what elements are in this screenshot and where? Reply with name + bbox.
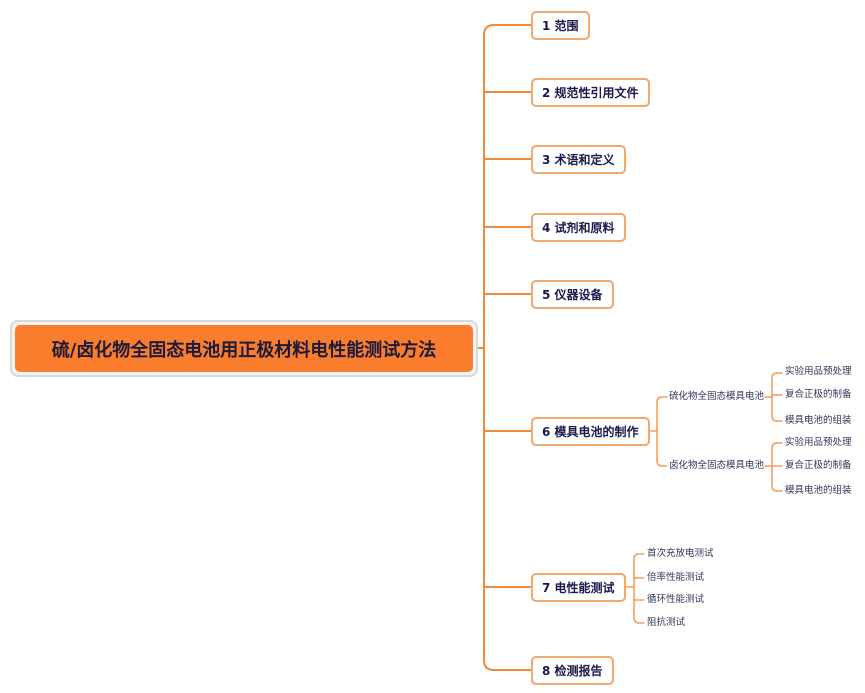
leaf-halide-pretreatment[interactable]: 实验用品预处理 — [785, 437, 852, 448]
subtopic-sulfide-battery[interactable]: 硫化物全固态模具电池 — [669, 391, 765, 402]
topic-terms-definitions[interactable]: 3 术语和定义 — [531, 145, 626, 174]
leaf-sulfide-cathode-prep[interactable]: 复合正极的制备 — [785, 389, 852, 400]
subtopic-halide-battery[interactable]: 卤化物全固态模具电池 — [669, 460, 765, 471]
topic-scope[interactable]: 1 范围 — [531, 11, 590, 40]
topic-electrical-tests[interactable]: 7 电性能测试 — [531, 573, 626, 602]
root-node[interactable]: 硫/卤化物全固态电池用正极材料电性能测试方法 — [10, 320, 478, 377]
leaf-first-charge-discharge[interactable]: 首次充放电测试 — [647, 548, 714, 559]
leaf-connector-7 — [625, 553, 645, 624]
topic-normative-references[interactable]: 2 规范性引用文件 — [531, 78, 650, 107]
leaf-sulfide-pretreatment[interactable]: 实验用品预处理 — [785, 366, 852, 377]
trunk-line — [483, 24, 532, 671]
topic-mold-battery[interactable]: 6 模具电池的制作 — [531, 417, 650, 446]
leaf-cycle-performance[interactable]: 循环性能测试 — [647, 594, 705, 605]
leaf-halide-cathode-prep[interactable]: 复合正极的制备 — [785, 460, 852, 471]
sub-connector-6 — [648, 396, 668, 467]
topic-test-report[interactable]: 8 检测报告 — [531, 656, 614, 685]
leaf-sulfide-assembly[interactable]: 模具电池的组装 — [785, 415, 852, 426]
leaf-impedance-test[interactable]: 阻抗测试 — [647, 617, 686, 628]
leaf-connector-6b — [764, 442, 783, 492]
leaf-connector-6a — [764, 372, 783, 422]
topic-instruments[interactable]: 5 仪器设备 — [531, 280, 614, 309]
root-title: 硫/卤化物全固态电池用正极材料电性能测试方法 — [15, 325, 473, 372]
leaf-rate-performance[interactable]: 倍率性能测试 — [647, 572, 705, 583]
leaf-halide-assembly[interactable]: 模具电池的组装 — [785, 485, 852, 496]
topic-reagents-materials[interactable]: 4 试剂和原料 — [531, 213, 626, 242]
